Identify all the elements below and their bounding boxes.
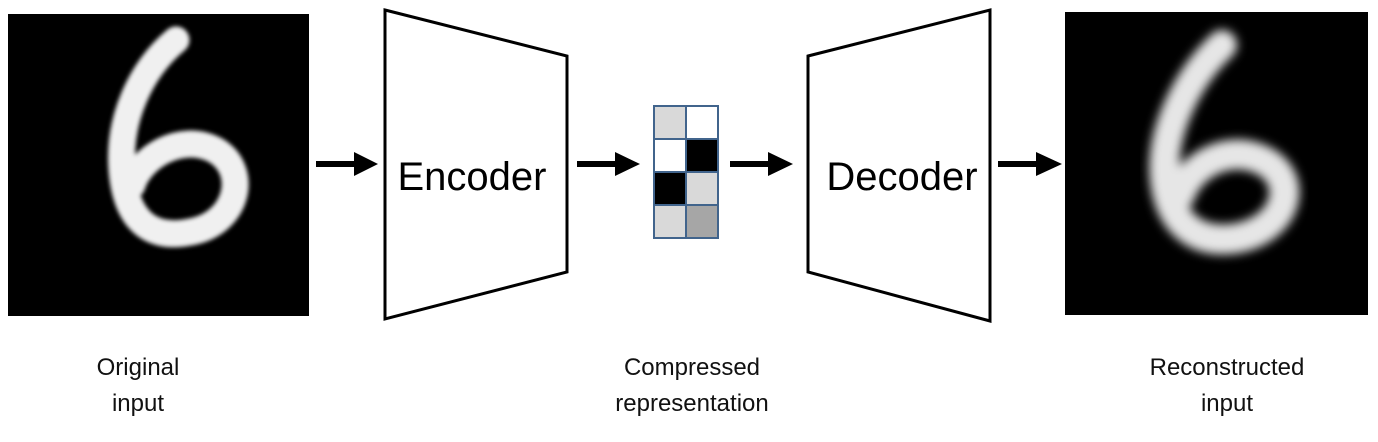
caption-original-line1: Original bbox=[96, 354, 180, 381]
arrow-input-to-encoder bbox=[316, 152, 378, 176]
caption-compressed-representation: Compressed representation bbox=[572, 350, 812, 422]
caption-reconstructed-line1: Reconstructed bbox=[1149, 354, 1305, 381]
latent-cell-r2-c1 bbox=[685, 171, 719, 206]
arrow-encoder-to-latent bbox=[577, 152, 640, 176]
latent-cell-r1-c1 bbox=[685, 138, 719, 173]
caption-reconstructed-line2: input bbox=[1200, 390, 1254, 417]
caption-original-line2: input bbox=[111, 390, 165, 417]
encoder-label: Encoder bbox=[398, 155, 547, 199]
digit-six-stroke bbox=[108, 26, 249, 248]
latent-cell-r2-c0 bbox=[653, 171, 687, 206]
decoder-block: Decoder bbox=[806, 8, 992, 323]
caption-original-input: Original input bbox=[38, 350, 238, 422]
latent-cell-r3-c0 bbox=[653, 204, 687, 239]
reconstructed-input-image bbox=[1065, 12, 1368, 315]
caption-compressed-line2: representation bbox=[615, 390, 769, 417]
encoder-block: Encoder bbox=[383, 8, 569, 321]
caption-reconstructed-input: Reconstructed input bbox=[1107, 350, 1347, 422]
compressed-representation-grid bbox=[653, 105, 719, 239]
latent-cell-r3-c1 bbox=[685, 204, 719, 239]
latent-cell-r0-c1 bbox=[685, 105, 719, 140]
latent-cell-r1-c0 bbox=[653, 138, 687, 173]
latent-cell-r0-c0 bbox=[653, 105, 687, 140]
digit-six-stroke-blurred bbox=[1149, 30, 1300, 255]
arrow-latent-to-decoder bbox=[730, 152, 793, 176]
decoder-label: Decoder bbox=[826, 155, 977, 199]
original-input-image bbox=[8, 14, 309, 316]
arrow-decoder-to-output bbox=[998, 152, 1062, 176]
caption-compressed-line1: Compressed bbox=[623, 354, 761, 381]
